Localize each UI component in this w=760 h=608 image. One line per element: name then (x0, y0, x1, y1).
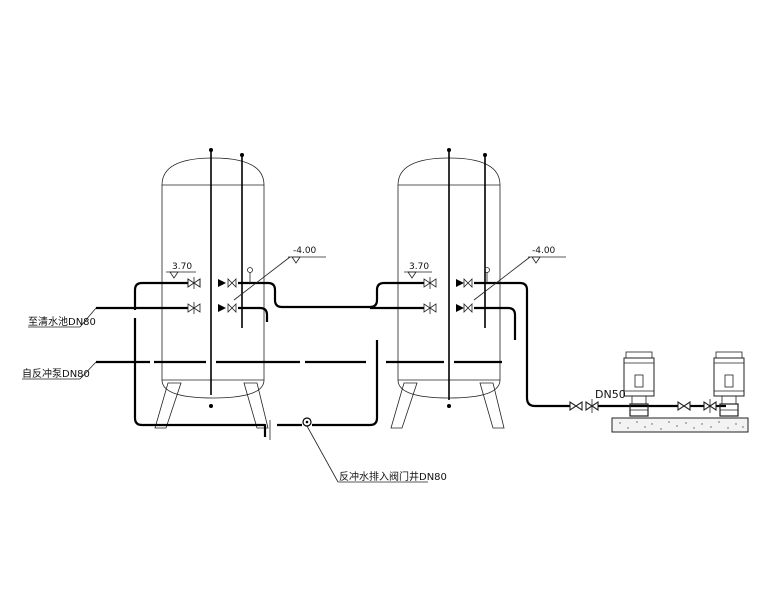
check-valve-icon (677, 400, 691, 412)
tank-2-left-leg (390, 382, 418, 429)
gate-valve-icon (423, 302, 437, 314)
gate-valve-icon (187, 277, 201, 289)
tank-1-left-leg (154, 382, 182, 429)
gate-valve-icon (456, 303, 473, 313)
level-text: 3.70 (409, 262, 429, 272)
gate-valve-icon (456, 278, 473, 288)
gate-valve-icon (218, 303, 237, 313)
level-text: -4.00 (532, 246, 556, 256)
valves (187, 267, 717, 413)
pump-1 (623, 351, 655, 417)
annotations: 至清水池DN80 自反冲泵DN80 反冲水排入阀门井DN80 DN50 (22, 307, 626, 483)
level-marker-tank1-right: -4.00 (233, 246, 326, 301)
level-marker-tank2-left: 3.70 (404, 262, 432, 279)
level-text: -4.00 (293, 246, 317, 256)
gate-valve-icon (423, 277, 437, 289)
label-pump-pipe-size: DN50 (595, 388, 626, 401)
pump-2 (713, 351, 745, 417)
filter-tank-2 (390, 148, 505, 429)
label-from-backwash-pump: 自反冲泵DN80 (22, 367, 90, 380)
tank-1-right-leg (243, 382, 269, 429)
level-marker-tank2-right: -4.00 (473, 246, 566, 301)
filter-tank-1 (154, 148, 269, 429)
gate-valve-icon (585, 399, 599, 413)
gate-valve-icon (703, 399, 717, 413)
gate-valve-icon (187, 302, 201, 314)
tank-2-right-leg (479, 382, 505, 429)
label-backwash-drain: 反冲水排入阀门井DN80 (339, 470, 447, 483)
pump-base (611, 417, 749, 433)
label-to-clear-water-tank: 至清水池DN80 (28, 315, 96, 328)
check-valve-icon (569, 400, 583, 412)
pipe-network (96, 281, 726, 440)
level-marker-tank1-left: 3.70 (166, 262, 196, 279)
level-text: 3.70 (172, 262, 192, 272)
gate-valve-icon (218, 278, 237, 288)
